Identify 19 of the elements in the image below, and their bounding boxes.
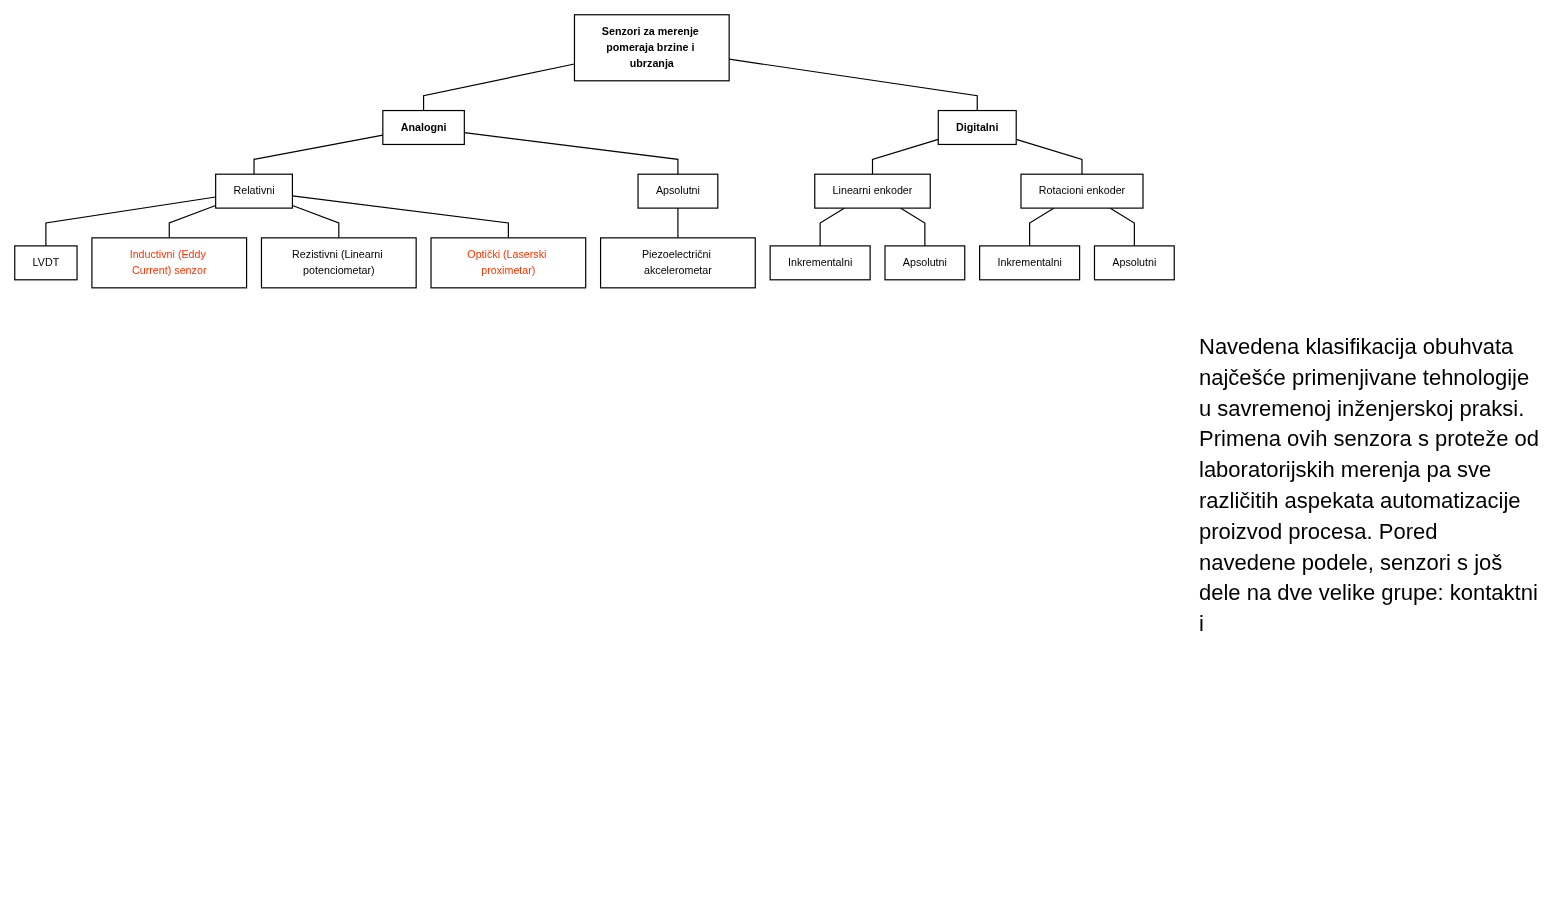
node-box: LVDT [14,245,78,281]
node-box: Analogni [382,109,465,146]
connector [677,207,679,239]
node-box: Rotacioni enkoder [1020,173,1144,209]
node-box: Senzori za merenje pomeraja brzine i ubrzanja [573,14,730,82]
node-box: Apsolutni [884,245,966,281]
node-box: Inkrementalni [979,245,1081,281]
node-box: Digitalni [937,109,1017,146]
node-box: Inductivni (Eddy Current) senzor [91,237,248,289]
node-box: Linearni enkoder [814,173,931,209]
note-text: Navedena klasifikacija obuhvata najčešće primenjivane tehnologije u savremenoj inženjerskoj praksi. Primena ovih senzora s proteže od laboratorijskih merenja pa sve različitih aspekata automatizacije proizvod procesa. Pored navedene podele, senzori s još dele na dve velike grupe: kontaktni i [1199,333,1539,639]
node-box: Relativni [215,173,293,209]
node-box: Optički (Laserski proximetar) [430,237,587,289]
node-box: Apsolutni [637,173,719,209]
connector [871,138,939,175]
node-box: Piezoelectrični akcelerometar [600,237,756,289]
node-box: Inkrementalni [769,245,871,281]
node-box: Rezistivni (Linearni potenciometar) [260,237,417,289]
node-box: Apsolutni [1093,245,1175,281]
